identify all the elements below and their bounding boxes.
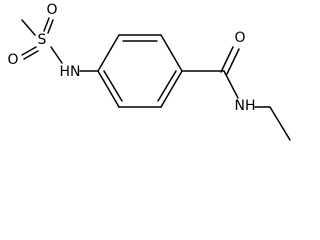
atom-labels: S O O HN O NH <box>7 2 255 114</box>
sulfonamide-nitrogen-label: HN <box>60 64 81 80</box>
chemical-structure-diagram: S O O HN O NH <box>7 2 291 141</box>
ring-bond-6 <box>97 70 120 108</box>
sulfonyl-top-oxygen-double-bond-b <box>47 19 54 34</box>
carbonyl-nitrogen-bond <box>223 70 239 99</box>
sulfonyl-bottom-oxygen-double-bond-a <box>21 46 37 56</box>
sulfur-atom-label: S <box>38 32 47 48</box>
methyl-sulfur-bond <box>21 19 36 36</box>
sulfur-nitrogen-bond <box>50 46 63 64</box>
sulfonyl-top-oxygen-double-bond-a <box>43 17 50 32</box>
ethyl-bond <box>269 106 291 141</box>
ring-inner-double-bond-right <box>157 70 177 102</box>
ring-bond-4 <box>160 70 183 108</box>
bond-lines <box>21 17 291 141</box>
sulfonyl-bottom-oxygen-label: O <box>7 52 18 68</box>
ring-inner-double-bond-left <box>103 70 123 102</box>
sulfonyl-top-oxygen-label: O <box>46 2 57 18</box>
carbonyl-oxygen-label: O <box>234 30 245 46</box>
amide-nitrogen-label: NH <box>235 98 256 114</box>
carbonyl-double-bond-a <box>220 46 234 73</box>
ring-bond-1 <box>97 34 120 72</box>
carbonyl-double-bond-b <box>226 48 240 75</box>
ring-bond-3 <box>160 34 183 72</box>
sulfonyl-bottom-oxygen-double-bond-b <box>23 50 39 60</box>
